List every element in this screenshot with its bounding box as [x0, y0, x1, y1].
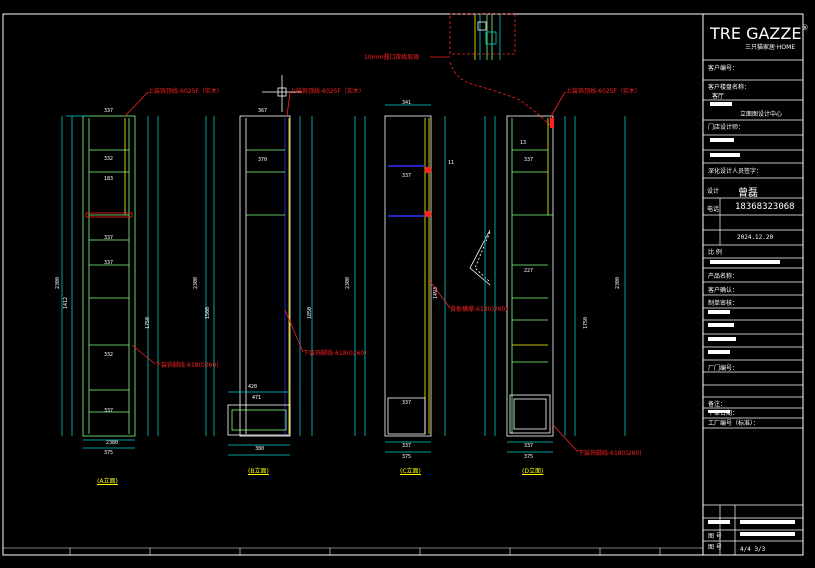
- a-dim-1: 332: [104, 156, 114, 162]
- elevation-d: [469, 115, 626, 453]
- callout-a-top: 上装饰顶线-6025F（实木）: [148, 88, 223, 95]
- field-product: 产品名称：: [708, 273, 739, 280]
- callout-d-bottom: 下装饰脚线-618(0260): [578, 450, 642, 457]
- b-dim-4: 420: [248, 384, 258, 390]
- a-dim-6: 337: [104, 408, 114, 414]
- b-width-dim: 380: [255, 446, 265, 452]
- a-dim-3: 337: [104, 235, 114, 241]
- c-height-dim: 2300: [345, 276, 352, 290]
- a-dim-2: 183: [104, 176, 114, 182]
- brand-sub: 三只猫家居·HOME: [745, 44, 796, 51]
- d-dim-1: 337: [524, 157, 534, 163]
- scale-label: 比 例: [708, 249, 722, 256]
- d-dim-3: 1750: [583, 316, 590, 330]
- c-dim-2: 337: [402, 400, 412, 406]
- title-row-center: 立面图设计中心: [740, 111, 783, 118]
- d-dim-2: 2300: [615, 276, 622, 290]
- d-dim-0: 227: [524, 268, 534, 274]
- title-block: [703, 59, 803, 555]
- a-dim-9: 2380: [106, 440, 119, 446]
- phone-number: 18368323068: [735, 202, 795, 212]
- brand-logo-text: TRE GAZZE: [710, 24, 802, 43]
- callout-top-detail: 10mm圆口背板层板: [364, 54, 420, 61]
- elevation-b: [205, 115, 313, 456]
- a-width-dim: 375: [104, 450, 114, 456]
- title-row-room: 客厅: [712, 93, 725, 100]
- d-width-dim: 375: [524, 454, 534, 460]
- d-dim-4: 13: [520, 140, 527, 146]
- field-remark: 备注：: [708, 401, 727, 408]
- a-inner-dim: 337: [104, 108, 114, 114]
- title-block-fills: [708, 102, 795, 536]
- view-label-d: (D立面): [522, 468, 544, 475]
- title-row-store-designer: 门店设计师：: [708, 124, 745, 131]
- drawing-date: 2024.12.20: [737, 234, 774, 241]
- designer-name: 曾磊: [738, 188, 758, 199]
- drawing-frame: [2, 13, 804, 556]
- a-dim-8: 1750: [145, 316, 152, 330]
- bottom-label-2: 图 号: [708, 544, 722, 551]
- c-dim-1: 337: [402, 173, 412, 179]
- a-dim-5: 332: [104, 352, 114, 358]
- b-height-dim: 2300: [193, 276, 200, 290]
- designer-label: 设计: [707, 188, 720, 195]
- b-dim-3: 471: [252, 395, 262, 401]
- view-label-c: (C立面): [400, 468, 421, 475]
- callout-leaders: [124, 56, 579, 453]
- a-height-dim: 2300: [55, 276, 62, 290]
- bottom-ruler: [3, 547, 703, 555]
- c-width-dim: 375: [402, 454, 412, 460]
- c-dim-3: 1493: [433, 286, 440, 300]
- callout-c-mid: 背板横撑-618(0260): [450, 306, 508, 313]
- field-factory-no: 工厂编号（标准）：: [708, 420, 760, 427]
- callout-a-bottom: 下装饰脚线-618(0260): [155, 362, 219, 369]
- b-dim-2: 1500: [205, 306, 212, 320]
- a-dim-7: 1412: [63, 296, 70, 310]
- c-inner-dim: 337: [402, 443, 412, 449]
- callout-b-top: 上装饰顶线-6025F（实木）: [290, 88, 365, 95]
- b-dim-1: 370: [258, 157, 268, 163]
- title-row-client-no: 客户编号：: [708, 65, 739, 72]
- field-review: 制单审核：: [708, 300, 739, 307]
- brand-logo: TRE GAZZE®: [710, 24, 808, 43]
- elevation-a: [61, 115, 159, 449]
- title-row-signature: 深化设计人员签字：: [708, 168, 763, 175]
- field-confirm: 客户确认：: [708, 287, 739, 294]
- a-dim-4: 337: [104, 260, 114, 266]
- d-inner-dim: 337: [524, 443, 534, 449]
- c-dim-5: 11: [448, 160, 455, 166]
- b-dim-5: 1850: [307, 306, 314, 320]
- bottom-page: 4/4 3/3: [740, 546, 766, 553]
- title-row-project: 客户楼盘名称：: [708, 84, 751, 91]
- elevation-c: [354, 104, 446, 453]
- callout-b-bottom: 下装饰脚线-618(0260): [303, 350, 367, 357]
- field-door-no: 厂门编号：: [708, 365, 739, 372]
- view-label-b: (B立面): [248, 468, 269, 475]
- b-inner-dim: 367: [258, 108, 268, 114]
- top-detail: [449, 13, 551, 126]
- field-order-date: 下单日期：: [708, 410, 739, 417]
- phone-label: 电话: [707, 206, 720, 213]
- view-label-a: (A立面): [97, 478, 118, 485]
- crosshair-cursor: [262, 75, 302, 112]
- callout-d-top: 上装饰顶线-6025F（实木）: [566, 88, 641, 95]
- brand-reg-mark: ®: [801, 24, 809, 32]
- bottom-label-1: 图 号: [708, 533, 722, 540]
- c-dim-0: 341: [402, 100, 412, 106]
